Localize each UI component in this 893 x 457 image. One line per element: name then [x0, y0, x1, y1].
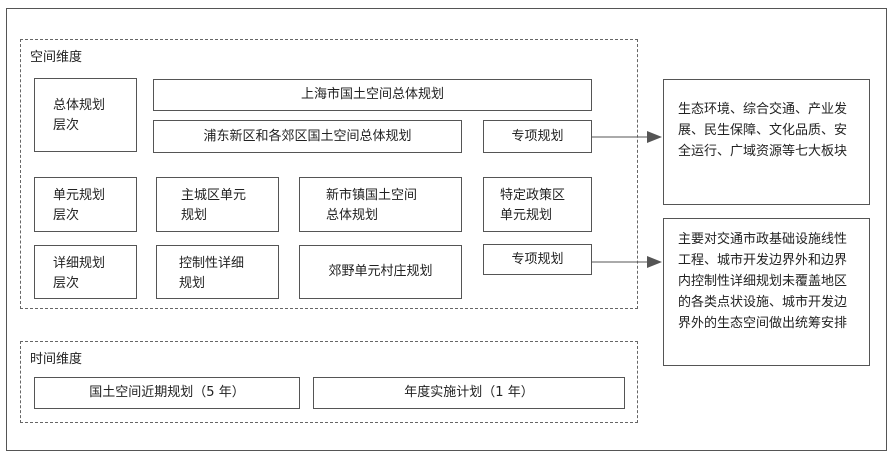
regulatory-detailed-plan-box: 控制性详细 规划 [156, 245, 279, 299]
special-plan-sectors-note: 生态环境、综合交通、产业发展、民生保障、文化品质、安全运行、广域资源等七大板块 [663, 79, 870, 205]
rural-village-plan-box: 郊野单元村庄规划 [299, 245, 462, 299]
diagram-frame [6, 8, 887, 451]
pudong-suburban-master-plan-box: 浦东新区和各郊区国土空间总体规划 [153, 120, 462, 153]
arrow-to-sectors-note [592, 131, 662, 143]
detailed-plan-level: 详细规划 层次 [34, 245, 137, 299]
shanghai-master-plan-box: 上海市国土空间总体规划 [153, 79, 592, 111]
temporal-dimension-panel [20, 341, 638, 423]
special-plan-box-1: 专项规划 [483, 120, 592, 153]
temporal-dimension-title: 时间维度 [30, 352, 83, 367]
special-plan-coverage-note: 主要对交通市政基础设施线性工程、城市开发边界外和边界内控制性详细规划未覆盖地区的… [663, 218, 870, 366]
arrow-to-coverage-note [592, 256, 662, 268]
spatial-dimension-panel [20, 39, 638, 309]
near-term-plan-box: 国土空间近期规划（5 年） [34, 377, 300, 409]
unit-plan-level: 单元规划 层次 [34, 177, 137, 232]
annual-plan-box: 年度实施计划（1 年） [313, 377, 625, 409]
main-city-unit-plan-box: 主城区单元 规划 [156, 177, 279, 232]
special-plan-box-2: 专项规划 [483, 244, 592, 275]
master-plan-level: 总体规划 层次 [34, 78, 137, 152]
new-town-master-plan-box: 新市镇国土空间 总体规划 [299, 177, 462, 232]
spatial-dimension-title: 空间维度 [30, 50, 83, 65]
policy-zone-unit-plan-box: 特定政策区 单元规划 [483, 177, 592, 232]
